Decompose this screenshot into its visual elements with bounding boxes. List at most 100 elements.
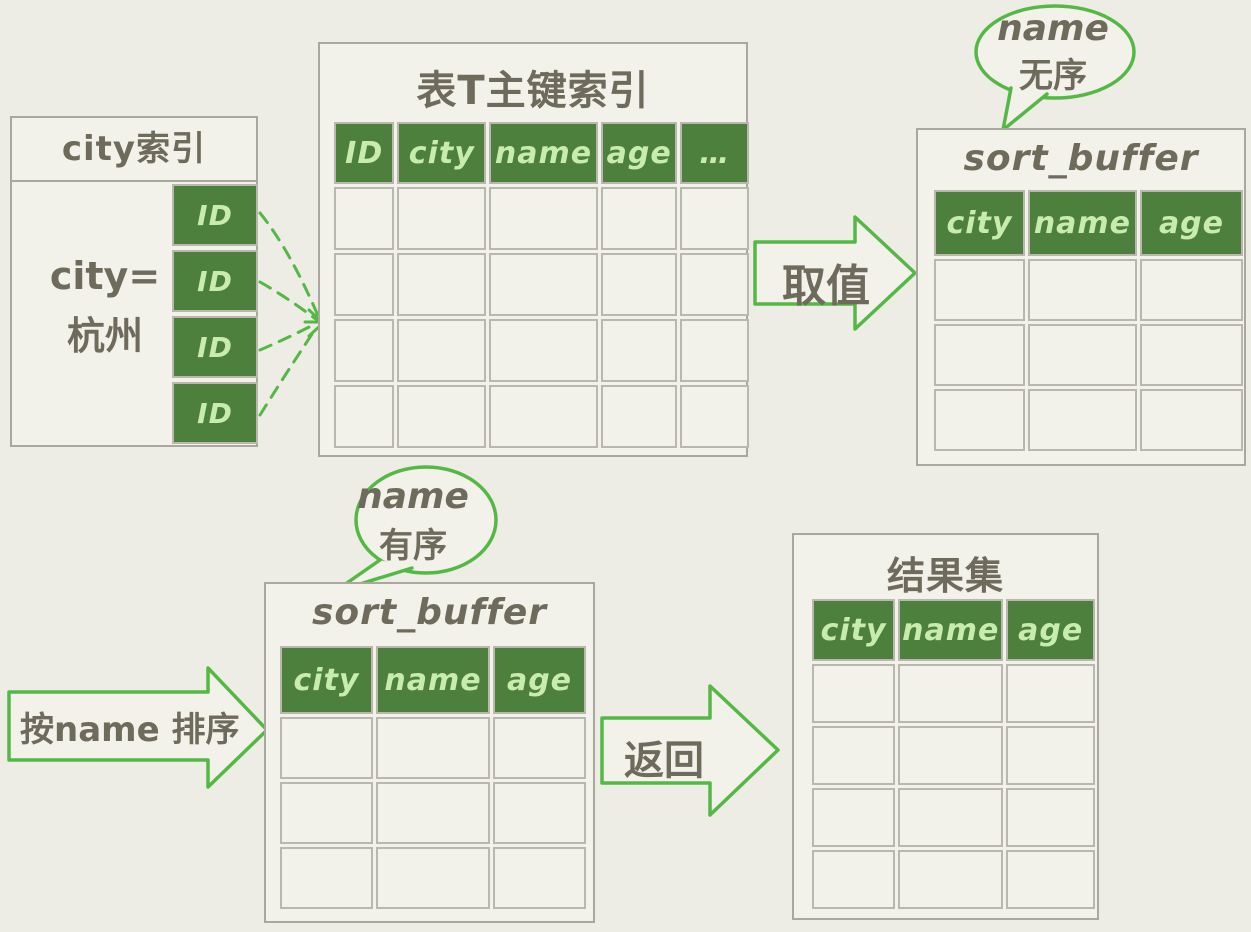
- bubble-name-sorted: name 有序: [318, 462, 508, 598]
- empty-cell: [280, 847, 373, 909]
- empty-cell: [489, 253, 598, 316]
- empty-cell: [812, 788, 896, 847]
- empty-cell: [934, 324, 1025, 386]
- empty-cell: [898, 726, 1004, 785]
- speech-bubble-shape: [974, 4, 1136, 132]
- empty-cell: [280, 782, 373, 844]
- empty-cell: [376, 717, 490, 779]
- column-header: name: [898, 599, 1004, 661]
- id-cell: ID: [172, 382, 258, 444]
- empty-cell: [397, 385, 487, 448]
- return-arrow: 返回: [598, 680, 784, 820]
- empty-cell: [397, 319, 487, 382]
- empty-cell: [680, 187, 749, 250]
- city-index-title: city索引: [12, 118, 256, 182]
- id-cell: ID: [172, 184, 258, 246]
- empty-cell: [493, 717, 586, 779]
- fetch-arrow-shape: [753, 215, 917, 331]
- empty-cell: [1006, 664, 1095, 723]
- empty-cell: [1139, 259, 1243, 321]
- bubble-unsorted-line1: name: [997, 8, 1109, 49]
- empty-cell: [334, 385, 395, 448]
- empty-cell: [934, 389, 1025, 451]
- bubble-sorted-line1: name: [357, 476, 469, 517]
- empty-cell: [334, 319, 395, 382]
- empty-cell: [1006, 788, 1095, 847]
- empty-cell: [489, 187, 598, 250]
- empty-cell: [898, 664, 1004, 723]
- empty-cell: [376, 847, 490, 909]
- sort-buffer-top-title: sort_buffer: [963, 138, 1199, 179]
- id-cell: ID: [172, 250, 258, 312]
- sort-arrow-shape: [7, 666, 269, 789]
- city-condition-line1: city=: [49, 254, 161, 298]
- empty-cell: [600, 385, 678, 448]
- empty-cell: [1027, 389, 1137, 451]
- empty-cell: [1006, 850, 1095, 909]
- column-header: name: [1027, 190, 1137, 256]
- empty-cell: [1139, 389, 1243, 451]
- empty-cell: [397, 187, 487, 250]
- empty-cell: [600, 187, 678, 250]
- return-arrow-shape: [600, 684, 780, 817]
- sort-arrow: 按name 排序: [6, 660, 272, 794]
- empty-cell: [1006, 726, 1095, 785]
- column-header: …: [680, 122, 749, 184]
- city-condition-text: city= 杭州: [30, 246, 180, 366]
- empty-cell: [334, 187, 395, 250]
- bubble-name-unsorted: name 无序: [963, 2, 1143, 137]
- empty-cell: [489, 385, 598, 448]
- empty-cell: [493, 782, 586, 844]
- empty-cell: [898, 788, 1004, 847]
- column-header: city: [397, 122, 487, 184]
- column-header: city: [280, 646, 373, 714]
- result-set-title: 结果集: [886, 554, 1004, 598]
- empty-cell: [1139, 324, 1243, 386]
- empty-cell: [600, 319, 678, 382]
- return-arrow-label: 返回: [624, 738, 704, 784]
- empty-cell: [376, 782, 490, 844]
- empty-cell: [489, 319, 598, 382]
- empty-cell: [680, 385, 749, 448]
- id-cell: ID: [172, 316, 258, 378]
- sort-arrow-label: 按name 排序: [20, 710, 240, 750]
- empty-cell: [934, 259, 1025, 321]
- empty-cell: [680, 319, 749, 382]
- column-header: ID: [334, 122, 395, 184]
- sort-buffer-bottom-title: sort_buffer: [311, 592, 547, 633]
- column-header: age: [1139, 190, 1243, 256]
- empty-cell: [600, 253, 678, 316]
- empty-cell: [680, 253, 749, 316]
- empty-cell: [493, 847, 586, 909]
- column-header: age: [1006, 599, 1095, 661]
- column-header: name: [489, 122, 598, 184]
- fetch-arrow-label: 取值: [782, 261, 870, 312]
- bubble-unsorted-line2: 无序: [1019, 56, 1087, 96]
- fetch-arrow: 取值: [752, 212, 920, 334]
- empty-cell: [334, 253, 395, 316]
- empty-cell: [898, 850, 1004, 909]
- primary-key-title: 表T主键索引: [416, 68, 650, 114]
- column-header: city: [812, 599, 896, 661]
- column-header: city: [934, 190, 1025, 256]
- empty-cell: [812, 726, 896, 785]
- empty-cell: [397, 253, 487, 316]
- empty-cell: [812, 850, 896, 909]
- column-header: age: [493, 646, 586, 714]
- empty-cell: [1027, 324, 1137, 386]
- column-header: age: [600, 122, 678, 184]
- empty-cell: [812, 664, 896, 723]
- column-header: name: [376, 646, 490, 714]
- bubble-sorted-line2: 有序: [379, 526, 447, 566]
